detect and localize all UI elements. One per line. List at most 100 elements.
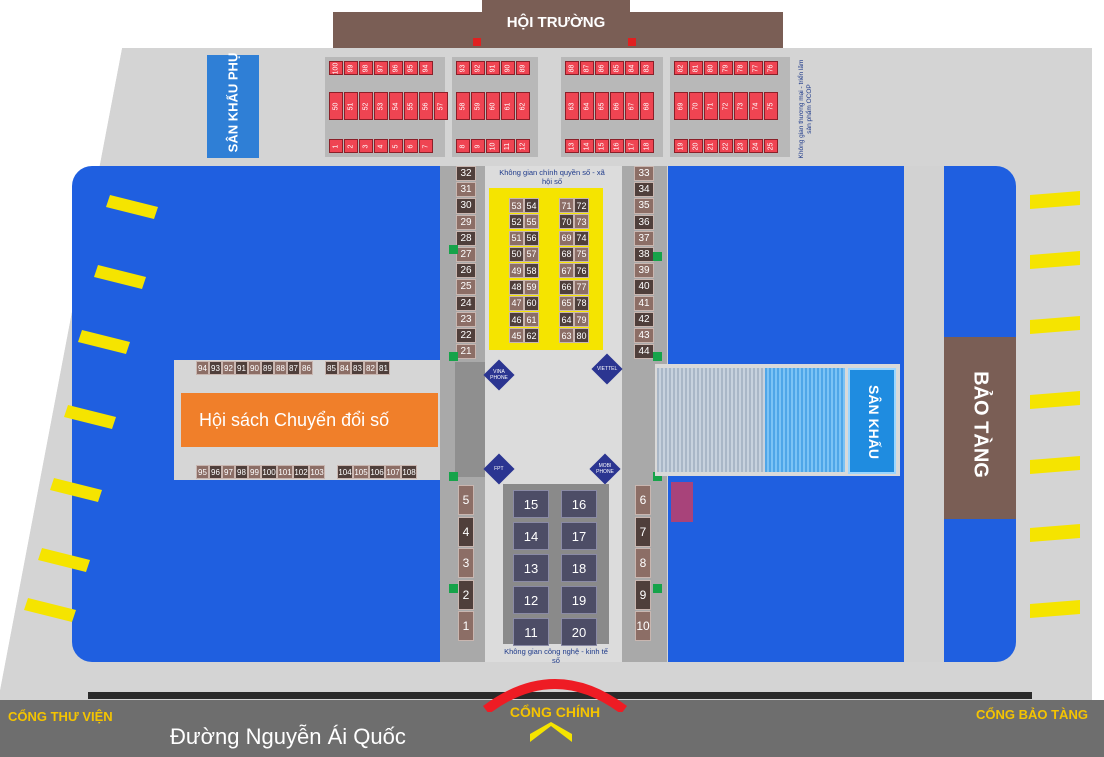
booth-gov[interactable]: 55 — [524, 214, 539, 230]
booth-tech[interactable]: 19 — [561, 586, 597, 614]
booth-top[interactable]: 59 — [471, 92, 485, 120]
booth-gov[interactable]: 68 — [559, 246, 574, 262]
booth-top[interactable]: 81 — [689, 61, 703, 75]
booth-gov[interactable]: 52 — [509, 214, 524, 230]
booth-side[interactable]: 27 — [456, 247, 476, 263]
booth-top[interactable]: 94 — [419, 61, 433, 75]
booth-top[interactable]: 12 — [516, 139, 530, 153]
museum-gate-label[interactable]: CỔNG BẢO TÀNG — [976, 707, 1088, 722]
booth-top[interactable]: 69 — [674, 92, 688, 120]
booth-top[interactable]: 56 — [419, 92, 433, 120]
booth-tech[interactable]: 17 — [561, 522, 597, 550]
booth-side[interactable]: 31 — [456, 182, 476, 198]
booth-side[interactable]: 28 — [456, 230, 476, 246]
booth-gov[interactable]: 59 — [524, 279, 539, 295]
booth-tech[interactable]: 11 — [513, 618, 549, 646]
booth-tech[interactable]: 13 — [513, 554, 549, 582]
booth-side[interactable]: 33 — [634, 166, 654, 182]
booth-gov[interactable]: 49 — [509, 263, 524, 279]
booth-book[interactable]: 97 — [222, 465, 235, 479]
booth-top[interactable]: 51 — [344, 92, 358, 120]
booth-gov[interactable]: 70 — [559, 214, 574, 230]
booth-top[interactable]: 89 — [516, 61, 530, 75]
booth-tech[interactable]: 15 — [513, 490, 549, 518]
booth-top[interactable]: 8 — [456, 139, 470, 153]
bookfair-label[interactable]: Hội sách Chuyển đổi số — [181, 393, 438, 447]
booth-top[interactable]: 20 — [689, 139, 703, 153]
booth-top[interactable]: 76 — [764, 61, 778, 75]
booth-book[interactable]: 83 — [351, 361, 364, 375]
booth-top[interactable]: 7 — [419, 139, 433, 153]
booth-tech[interactable]: 20 — [561, 618, 597, 646]
booth-lower[interactable]: 4 — [458, 516, 474, 547]
booth-top[interactable]: 55 — [404, 92, 418, 120]
booth-gov[interactable]: 54 — [524, 198, 539, 213]
booth-top[interactable]: 77 — [749, 61, 763, 75]
booth-gov[interactable]: 71 — [559, 198, 574, 213]
booth-side[interactable]: 32 — [456, 166, 476, 182]
booth-side[interactable]: 30 — [456, 198, 476, 214]
main-stage[interactable]: SÂN KHẤU — [848, 368, 896, 474]
booth-top[interactable]: 24 — [749, 139, 763, 153]
booth-book[interactable]: 104 — [337, 465, 353, 479]
booth-book[interactable]: 87 — [287, 361, 300, 375]
booth-book[interactable]: 108 — [401, 465, 417, 479]
booth-tech[interactable]: 12 — [513, 586, 549, 614]
booth-side[interactable]: 37 — [634, 230, 654, 246]
booth-top[interactable]: 87 — [580, 61, 594, 75]
booth-book[interactable]: 105 — [353, 465, 369, 479]
booth-lower[interactable]: 6 — [635, 485, 651, 515]
booth-side[interactable]: 40 — [634, 279, 654, 295]
booth-lower[interactable]: 7 — [635, 516, 651, 547]
booth-top[interactable]: 79 — [719, 61, 733, 75]
booth-side[interactable]: 21 — [456, 344, 476, 360]
booth-top[interactable]: 98 — [359, 61, 373, 75]
booth-top[interactable]: 82 — [674, 61, 688, 75]
booth-top[interactable]: 6 — [404, 139, 418, 153]
booth-top[interactable]: 15 — [595, 139, 609, 153]
booth-gov[interactable]: 56 — [524, 230, 539, 246]
booth-lower[interactable]: 2 — [458, 579, 474, 610]
booth-top[interactable]: 2 — [344, 139, 358, 153]
booth-book[interactable]: 95 — [196, 465, 209, 479]
booth-top[interactable]: 85 — [610, 61, 624, 75]
booth-book[interactable]: 90 — [248, 361, 261, 375]
booth-top[interactable]: 95 — [404, 61, 418, 75]
booth-book[interactable]: 93 — [209, 361, 222, 375]
booth-book[interactable]: 84 — [338, 361, 351, 375]
booth-side[interactable]: 42 — [634, 311, 654, 327]
booth-top[interactable]: 60 — [486, 92, 500, 120]
booth-top[interactable]: 58 — [456, 92, 470, 120]
booth-gov[interactable]: 58 — [524, 263, 539, 279]
booth-top[interactable]: 93 — [456, 61, 470, 75]
booth-gov[interactable]: 53 — [509, 198, 524, 213]
booth-top[interactable]: 10 — [486, 139, 500, 153]
booth-top[interactable]: 75 — [764, 92, 778, 120]
booth-top[interactable]: 53 — [374, 92, 388, 120]
booth-top[interactable]: 100 — [329, 61, 343, 75]
booth-book[interactable]: 106 — [369, 465, 385, 479]
booth-tech[interactable]: 18 — [561, 554, 597, 582]
booth-book[interactable]: 103 — [309, 465, 325, 479]
booth-lower[interactable]: 10 — [635, 611, 651, 641]
booth-book[interactable]: 81 — [377, 361, 390, 375]
library-gate-label[interactable]: CỔNG THƯ VIỆN — [8, 709, 113, 724]
booth-top[interactable]: 54 — [389, 92, 403, 120]
booth-lower[interactable]: 1 — [458, 611, 474, 641]
booth-side[interactable]: 26 — [456, 263, 476, 279]
booth-gov[interactable]: 65 — [559, 295, 574, 311]
booth-gov[interactable]: 74 — [574, 230, 589, 246]
booth-book[interactable]: 82 — [364, 361, 377, 375]
booth-book[interactable]: 94 — [196, 361, 209, 375]
booth-top[interactable]: 62 — [516, 92, 530, 120]
booth-gov[interactable]: 77 — [574, 279, 589, 295]
booth-top[interactable]: 21 — [704, 139, 718, 153]
booth-top[interactable]: 74 — [749, 92, 763, 120]
booth-gov[interactable]: 45 — [509, 328, 524, 344]
booth-side[interactable]: 25 — [456, 279, 476, 295]
booth-gov[interactable]: 57 — [524, 246, 539, 262]
booth-tech[interactable]: 16 — [561, 490, 597, 518]
booth-top[interactable]: 78 — [734, 61, 748, 75]
